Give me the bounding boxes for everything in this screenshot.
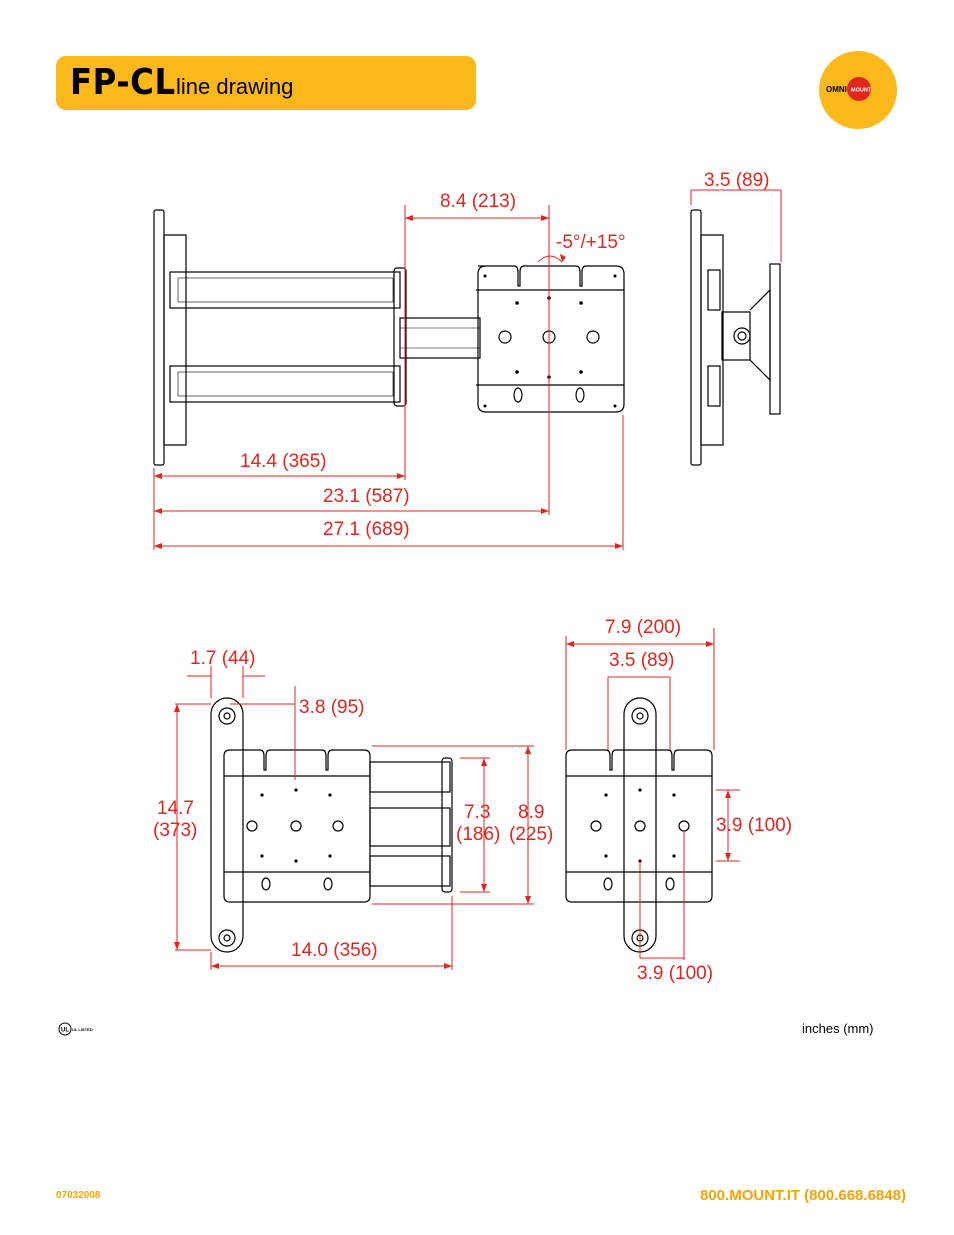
dim-hole-offset-label: 3.8 (95)	[299, 697, 365, 718]
top-view-drawing	[153, 209, 625, 466]
dim-wall-plate-offset-label: 1.7 (44)	[190, 648, 256, 669]
dim-center-extension-label: 23.1 (587)	[323, 486, 410, 507]
ul-listed-text: UL LISTED	[72, 1027, 93, 1032]
product-model: FP-CL	[70, 62, 176, 103]
dim-vesa-horizontal-label: 3.9 (100)	[637, 963, 714, 984]
svg-text:UL: UL	[61, 1028, 69, 1034]
page-subtitle: line drawing	[176, 74, 294, 99]
ul-listed-icon: UL UL LISTED	[58, 1022, 93, 1036]
document-number: 07032008	[56, 1190, 101, 1201]
dim-tilt-label: -5°/+15°	[556, 232, 626, 253]
side-view-drawing	[690, 209, 781, 466]
dim-top-width-label: 14.0 (356)	[291, 940, 378, 961]
dim-front-width-label: 7.9 (200)	[605, 617, 682, 638]
dim-front-depth-label: 3.5 (89)	[609, 650, 675, 671]
logo-text-omni: OMNI	[826, 85, 847, 94]
dim-arm-height-label: 7.3	[464, 802, 491, 823]
dim-arm-offset-label: 8.4 (213)	[440, 191, 517, 212]
dim-bracket-height-label: 8.9	[518, 802, 545, 823]
dim-max-extension-label: 27.1 (689)	[323, 519, 410, 540]
rear-view-drawing	[565, 697, 713, 953]
omnimount-logo-icon: OMNI MOUNT	[819, 51, 897, 129]
dim-arm-height-mm-label: (186)	[456, 824, 501, 845]
units-note: inches (mm)	[802, 1021, 874, 1036]
dim-side-depth-label: 3.5 (89)	[704, 170, 770, 191]
dim-retracted-depth-label: 14.4 (365)	[240, 451, 327, 472]
logo-text-mount: MOUNT	[851, 88, 872, 94]
dimension-lines	[153, 189, 782, 970]
dim-plate-height-mm-label: (373)	[153, 820, 198, 841]
dim-vesa-vertical-label: 3.9 (100)	[716, 815, 793, 836]
dim-bracket-height-mm-label: (225)	[509, 824, 554, 845]
front-view-drawing	[210, 697, 453, 953]
title-bar: FP-CL line drawing	[56, 56, 476, 110]
phone-number: 800.MOUNT.IT (800.668.6848)	[700, 1187, 906, 1204]
dim-plate-height-label: 14.7	[157, 798, 194, 819]
